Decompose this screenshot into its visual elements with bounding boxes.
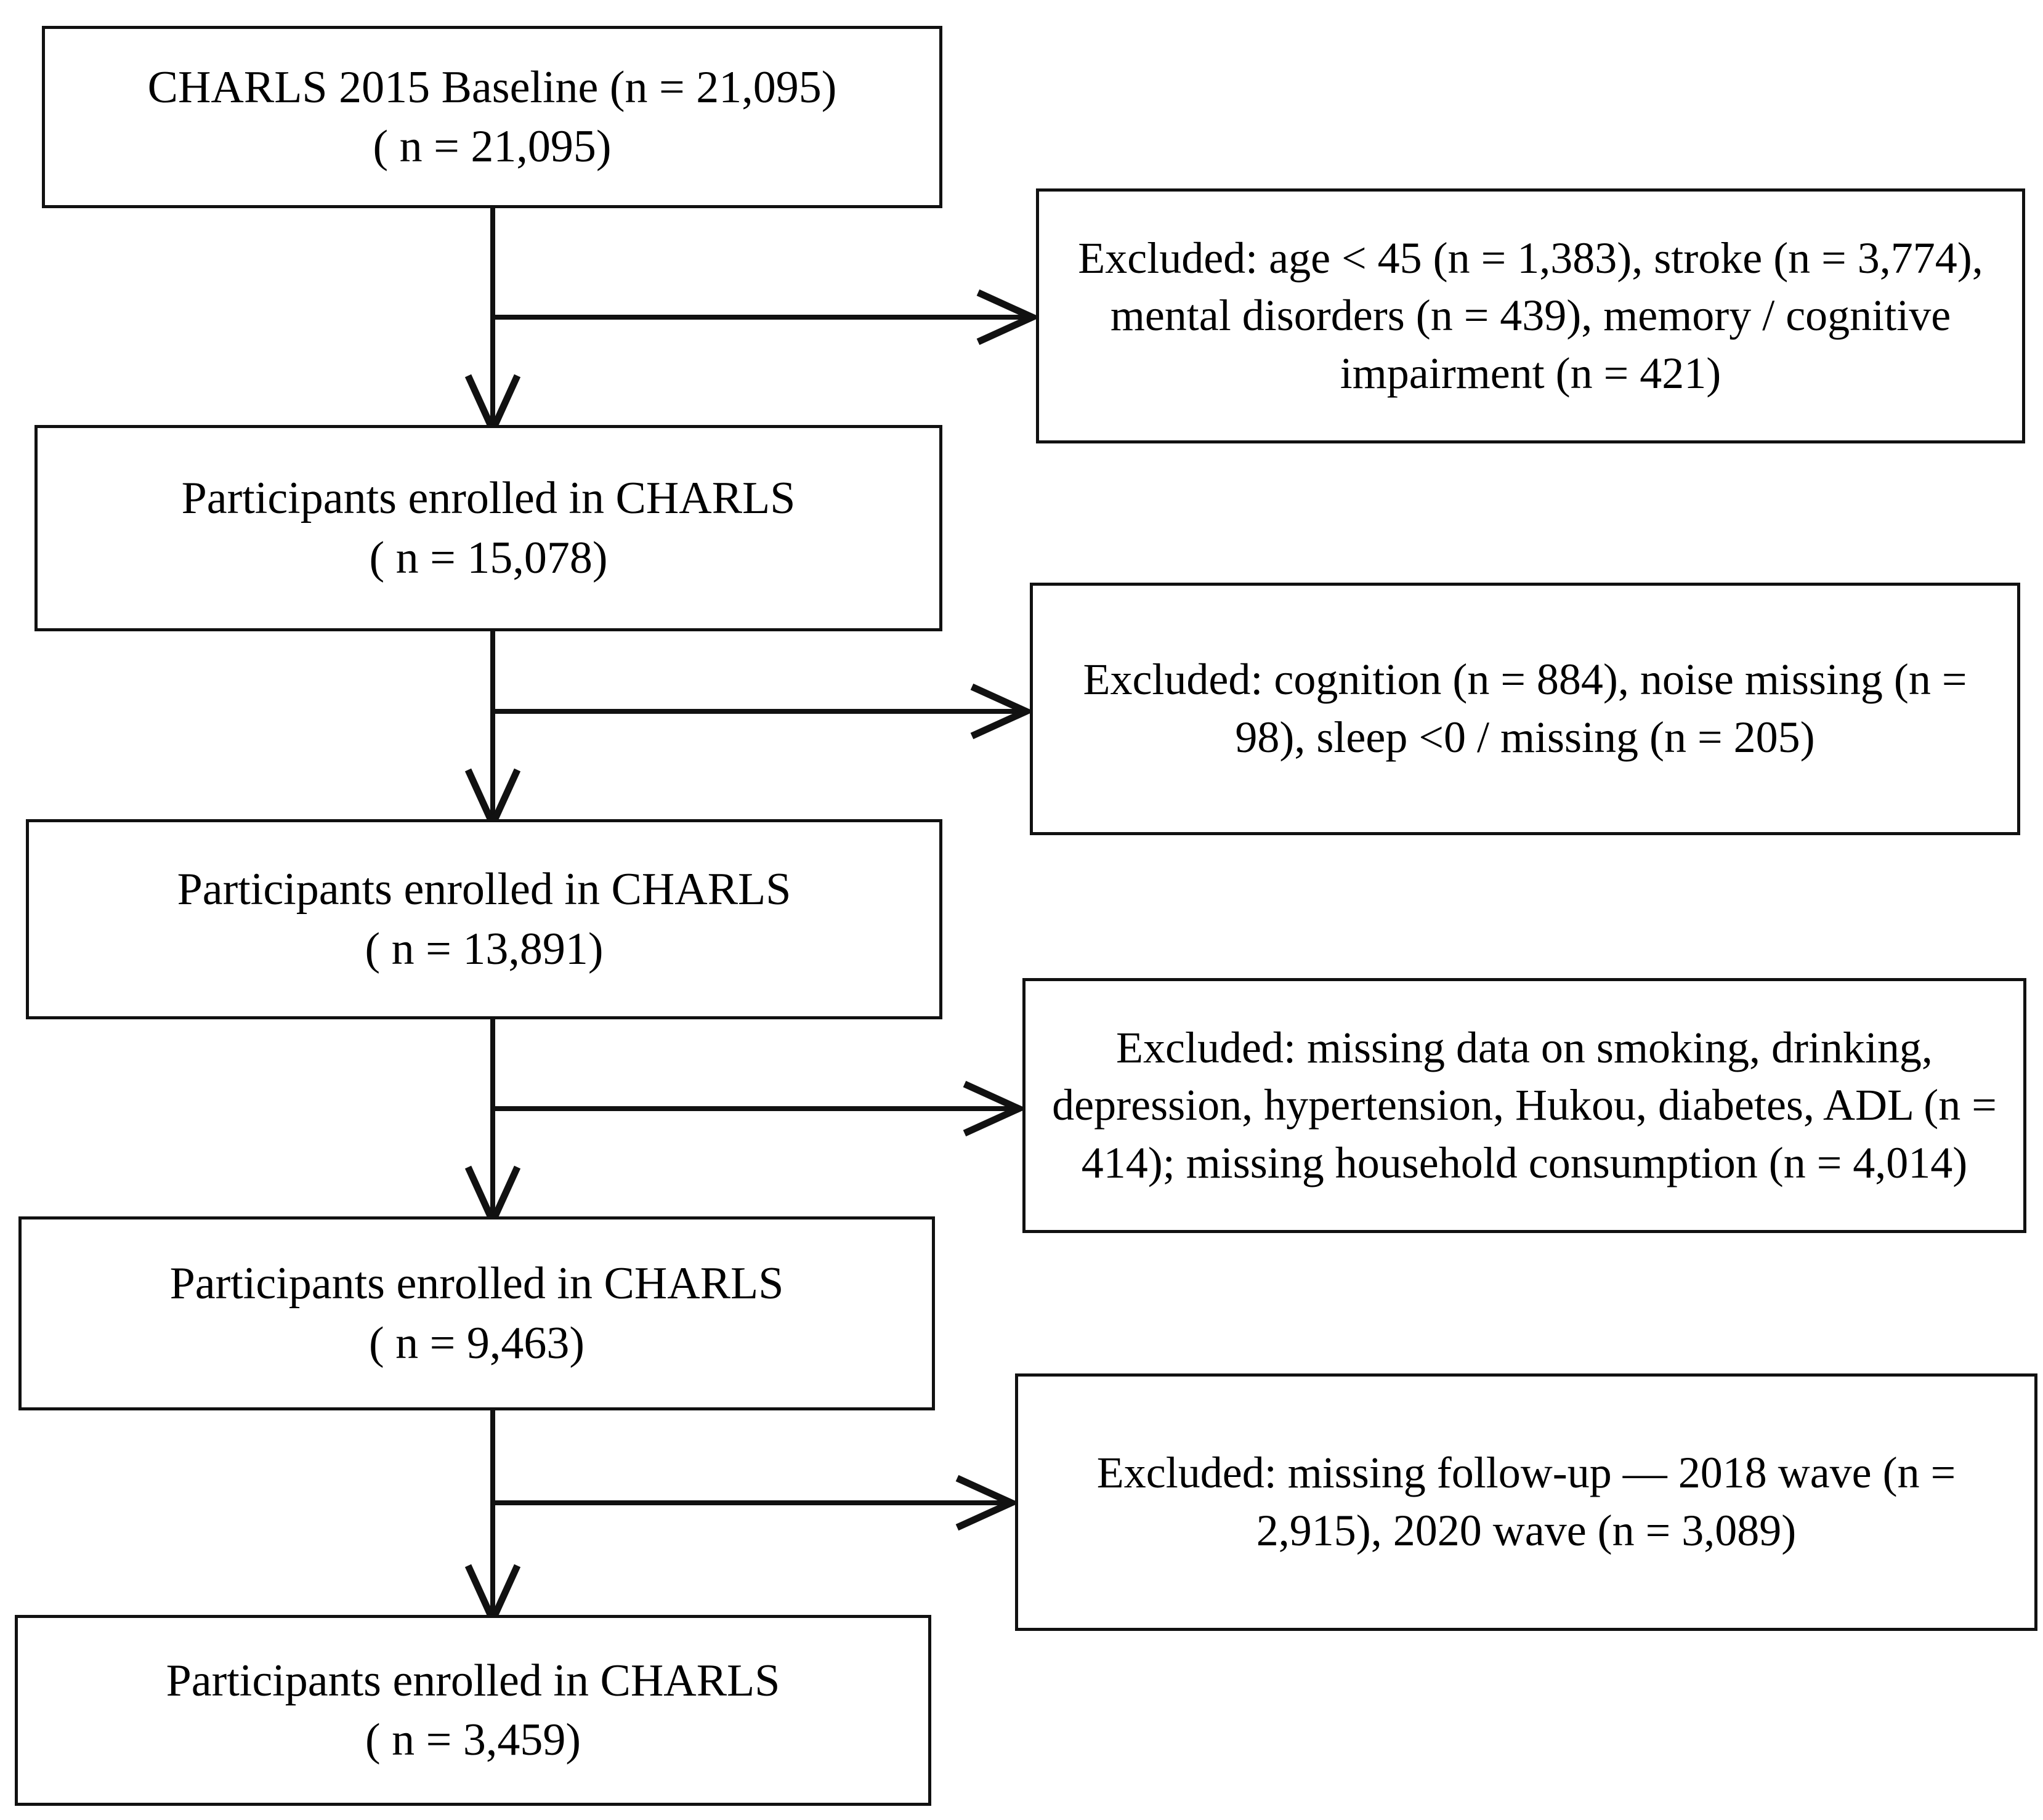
node-enrolled-13891-label: Participants enrolled in CHARLS ( n = 13…: [177, 864, 791, 974]
node-exclusion-4[interactable]: Excluded: missing follow-up — 2018 wave …: [1015, 1373, 2037, 1631]
node-exclusion-2-label: Excluded: cognition (n = 884), noise mis…: [1083, 655, 1967, 762]
node-exclusion-4-label: Excluded: missing follow-up — 2018 wave …: [1096, 1448, 1956, 1555]
node-exclusion-2[interactable]: Excluded: cognition (n = 884), noise mis…: [1030, 583, 2020, 835]
node-exclusion-1[interactable]: Excluded: age < 45 (n = 1,383), stroke (…: [1036, 188, 2025, 443]
node-enrolled-9463[interactable]: Participants enrolled in CHARLS ( n = 9,…: [18, 1216, 935, 1410]
node-exclusion-1-label: Excluded: age < 45 (n = 1,383), stroke (…: [1078, 233, 1983, 398]
node-enrolled-15078[interactable]: Participants enrolled in CHARLS ( n = 15…: [34, 425, 942, 631]
node-enrolled-13891[interactable]: Participants enrolled in CHARLS ( n = 13…: [26, 819, 942, 1019]
node-baseline-label: CHARLS 2015 Baseline (n = 21,095) ( n = …: [147, 62, 837, 172]
node-exclusion-3-label: Excluded: missing data on smoking, drink…: [1052, 1022, 1997, 1187]
node-enrolled-3459[interactable]: Participants enrolled in CHARLS ( n = 3,…: [15, 1615, 931, 1806]
node-enrolled-15078-label: Participants enrolled in CHARLS ( n = 15…: [181, 473, 796, 583]
node-exclusion-3[interactable]: Excluded: missing data on smoking, drink…: [1022, 978, 2026, 1233]
node-enrolled-9463-label: Participants enrolled in CHARLS ( n = 9,…: [169, 1258, 784, 1369]
node-baseline[interactable]: CHARLS 2015 Baseline (n = 21,095) ( n = …: [42, 26, 942, 208]
node-enrolled-3459-label: Participants enrolled in CHARLS ( n = 3,…: [166, 1655, 780, 1765]
